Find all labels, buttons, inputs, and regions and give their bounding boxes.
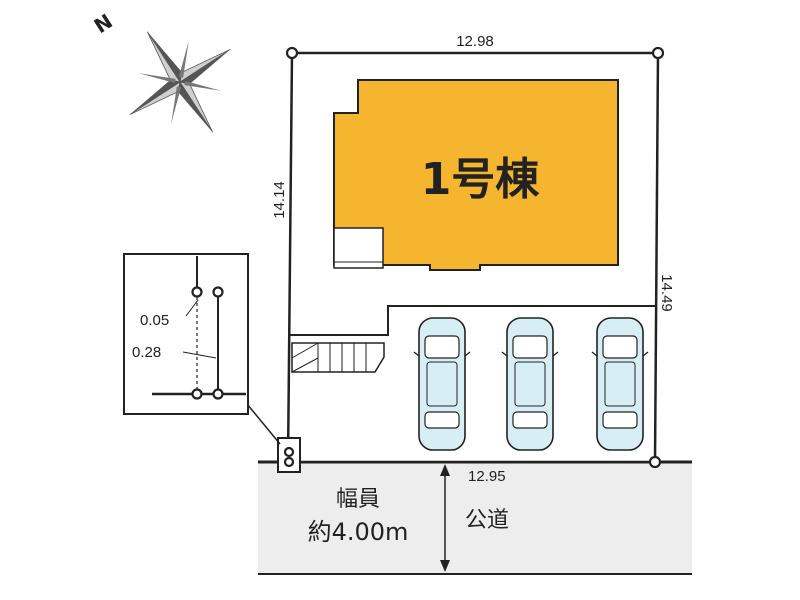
inset-leader-line: [246, 403, 281, 445]
compass-rose-icon: [129, 31, 231, 133]
road-type-label: 公道: [465, 508, 509, 533]
road-width-label: 幅員: [336, 487, 380, 512]
car-icon: [501, 317, 559, 451]
road-width-value: 約4.00m: [308, 518, 409, 546]
parking-spaces: [413, 317, 649, 451]
boundary-offset-inset: [123, 253, 249, 415]
corner-marker: [651, 46, 665, 60]
dimension-frontage: 12.95: [468, 468, 506, 485]
road-width-arrow: [440, 464, 450, 572]
parking-boundary: [290, 305, 655, 336]
inset-offset-bottom: 0.28: [132, 344, 161, 361]
car-icon: [591, 317, 649, 451]
corner-marker: [648, 455, 662, 469]
dimension-left: 14.14: [271, 181, 288, 219]
north-label: N: [90, 9, 117, 38]
car-icon: [413, 317, 471, 451]
dimension-top: 12.98: [456, 33, 494, 50]
dimension-right: 14.49: [658, 274, 675, 312]
entrance-porch: [333, 227, 384, 269]
corner-marker: [285, 46, 299, 60]
corner-marker: [283, 446, 295, 458]
stairs: [291, 342, 385, 373]
road-area: [258, 462, 692, 575]
corner-marker: [283, 456, 295, 468]
building-label: 1号棟: [421, 154, 541, 205]
building-1: [333, 79, 619, 271]
inset-offset-top: 0.05: [140, 312, 169, 329]
